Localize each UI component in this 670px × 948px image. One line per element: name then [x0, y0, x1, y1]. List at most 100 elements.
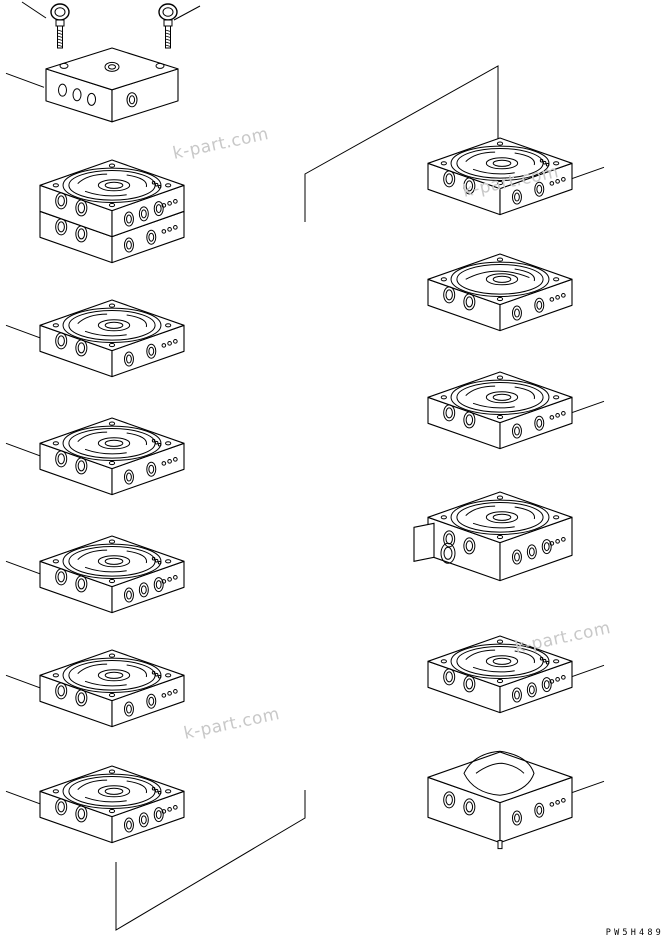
eye-ring-inner: [162, 7, 174, 17]
drain-hole: [549, 297, 555, 302]
valve-section-section: [39, 417, 185, 496]
block-top-face: [39, 159, 185, 212]
work-port: [75, 199, 88, 217]
kidney-port: [77, 173, 108, 184]
bolt-hole: [496, 141, 504, 146]
work-port-inner: [77, 578, 86, 590]
pilot-hole: [151, 438, 156, 443]
side-port: [153, 577, 164, 593]
seal-ring: [62, 307, 162, 344]
bolt-hole: [108, 578, 116, 584]
bolt-thread: [165, 38, 171, 41]
work-port: [55, 798, 68, 816]
kidney-port: [465, 385, 496, 396]
right-valve-stack: [413, 137, 573, 850]
bolt-hole: [108, 539, 116, 544]
kidney-port: [77, 313, 108, 324]
bolt-hole: [52, 789, 59, 794]
work-port: [75, 689, 88, 707]
drain-hole: [555, 413, 560, 418]
side-port-inner: [514, 552, 520, 562]
side-port: [123, 351, 134, 367]
drain-hole: [167, 577, 172, 582]
side-port: [511, 549, 522, 565]
drain-hole: [161, 229, 167, 234]
cover-boss: [104, 61, 120, 72]
spool-bore-inner: [104, 671, 124, 679]
spool-bore: [97, 179, 131, 192]
bolt-hole: [165, 183, 172, 188]
drain-hole: [167, 807, 172, 812]
work-port: [55, 450, 68, 468]
side-port: [511, 189, 522, 205]
bolt-hole: [165, 323, 172, 328]
spool-bore-inner: [492, 513, 512, 521]
plug: [497, 840, 503, 850]
eye-ring: [158, 3, 178, 21]
bolt-hole: [165, 441, 172, 446]
bolt-hole: [440, 659, 447, 664]
cover-port: [72, 88, 82, 102]
kidney-port: [84, 448, 127, 455]
kidney-port: [472, 522, 515, 529]
side-port-inner: [514, 192, 520, 202]
callout-leader: [5, 674, 45, 690]
side-port-inner: [155, 810, 162, 820]
drain-hole: [561, 177, 566, 182]
pilot-hole: [151, 670, 156, 675]
kidney-port: [84, 680, 127, 687]
block-top-face: [39, 649, 185, 702]
drain-hole: [161, 579, 167, 584]
eye-bolts: [50, 3, 178, 49]
work-port: [55, 332, 68, 350]
drain-hole: [161, 461, 167, 466]
side-port: [511, 810, 522, 826]
side-port-inner: [140, 585, 147, 595]
seal-ring: [62, 657, 162, 694]
work-port-inner: [465, 414, 474, 426]
seal-ring: [450, 379, 550, 416]
cover-port: [58, 83, 67, 97]
pilot-hole: [542, 658, 547, 663]
pilot-hole: [539, 158, 544, 163]
valve-section-inlet: [413, 491, 573, 582]
side-port: [123, 237, 134, 253]
work-port: [463, 177, 476, 195]
callout-leader: [569, 780, 605, 794]
valve-section-section: [427, 137, 573, 216]
bolt-hole: [496, 639, 504, 644]
drain-hole: [173, 689, 178, 694]
kidney-port: [465, 270, 530, 280]
spool-bore: [97, 785, 131, 798]
side-port-inner: [126, 820, 132, 830]
work-port-inner: [445, 407, 453, 419]
kidney-port: [126, 314, 147, 328]
spool-bore-inner: [492, 657, 512, 665]
pilot-hole: [545, 162, 550, 167]
work-port: [463, 798, 476, 816]
work-port: [75, 805, 88, 823]
pilot-hole: [151, 556, 156, 561]
bolt-hole: [108, 303, 116, 308]
valve-section-section: [39, 765, 185, 844]
block-top-face: [39, 299, 185, 352]
kidney-port: [514, 268, 535, 282]
bolt-hole: [165, 673, 172, 678]
block-top-face: [427, 137, 573, 190]
kidney-port: [514, 650, 535, 664]
bolt-hole: [108, 460, 116, 466]
assembly-line-top: [304, 65, 499, 222]
spool-bore: [485, 391, 519, 404]
work-port: [443, 286, 456, 304]
kidney-port: [77, 549, 108, 560]
cover-boss-inner: [108, 64, 116, 70]
bolt-hole: [108, 202, 116, 208]
callout-leader: [5, 560, 45, 576]
kidney-port: [77, 779, 108, 790]
spool-bore-inner: [492, 393, 512, 401]
valve-section-double: [39, 159, 185, 264]
bolt-hole: [108, 769, 116, 774]
side-port-inner: [148, 346, 155, 356]
drain-hole: [161, 693, 167, 698]
